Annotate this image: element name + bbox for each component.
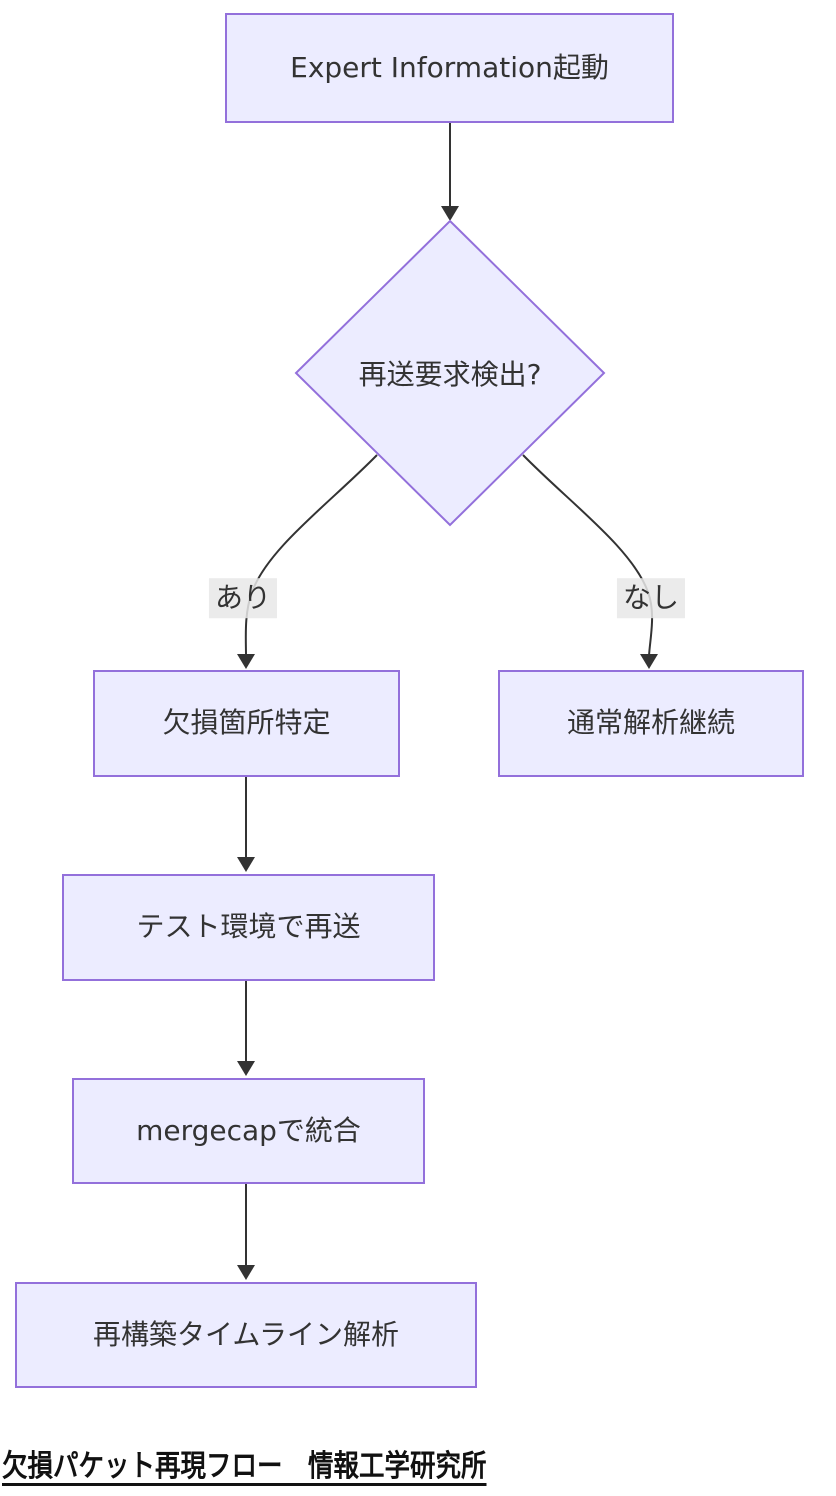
flow-node-continue-label: 通常解析継続 [566, 706, 735, 740]
flow-node-resend-label: テスト環境で再送 [136, 910, 361, 944]
flow-node-decision-label: 再送要求検出? [358, 358, 542, 391]
edge-label-no-text: なし [622, 581, 680, 615]
arrowhead-identify-icon [237, 654, 255, 669]
edge-label-no: なし [616, 578, 686, 618]
arrowhead-continue-icon [640, 654, 658, 669]
flow-node-merge-label: mergecapで統合 [136, 1113, 361, 1147]
flow-node-resend: テスト環境で再送 [62, 874, 435, 981]
arrowhead-decision-icon [441, 206, 459, 221]
flow-node-start-label: Expert Information起動 [290, 50, 609, 84]
flow-node-continue: 通常解析継続 [498, 670, 804, 777]
arrowhead-analyze-icon [237, 1265, 255, 1280]
flow-node-start: Expert Information起動 [225, 13, 674, 123]
arrowhead-merge-icon [237, 1061, 255, 1076]
flow-node-analyze-label: 再構築タイムライン解析 [92, 1317, 400, 1351]
diagram-caption: 欠損パケット再現フロー 情報工学研究所 [2, 1449, 487, 1484]
arrowhead-resend-icon [237, 857, 255, 872]
edge-decision-to-continue [522, 454, 654, 657]
edge-label-yes-text: あり [214, 581, 272, 615]
flow-node-analyze: 再構築タイムライン解析 [15, 1282, 477, 1388]
flow-node-identify: 欠損箇所特定 [93, 670, 400, 777]
edge-label-yes: あり [208, 578, 278, 618]
flow-node-decision: 再送要求検出? [300, 353, 600, 393]
flow-node-merge: mergecapで統合 [72, 1078, 425, 1184]
flow-node-identify-label: 欠損箇所特定 [162, 706, 331, 740]
edge-decision-to-identify [244, 454, 378, 657]
